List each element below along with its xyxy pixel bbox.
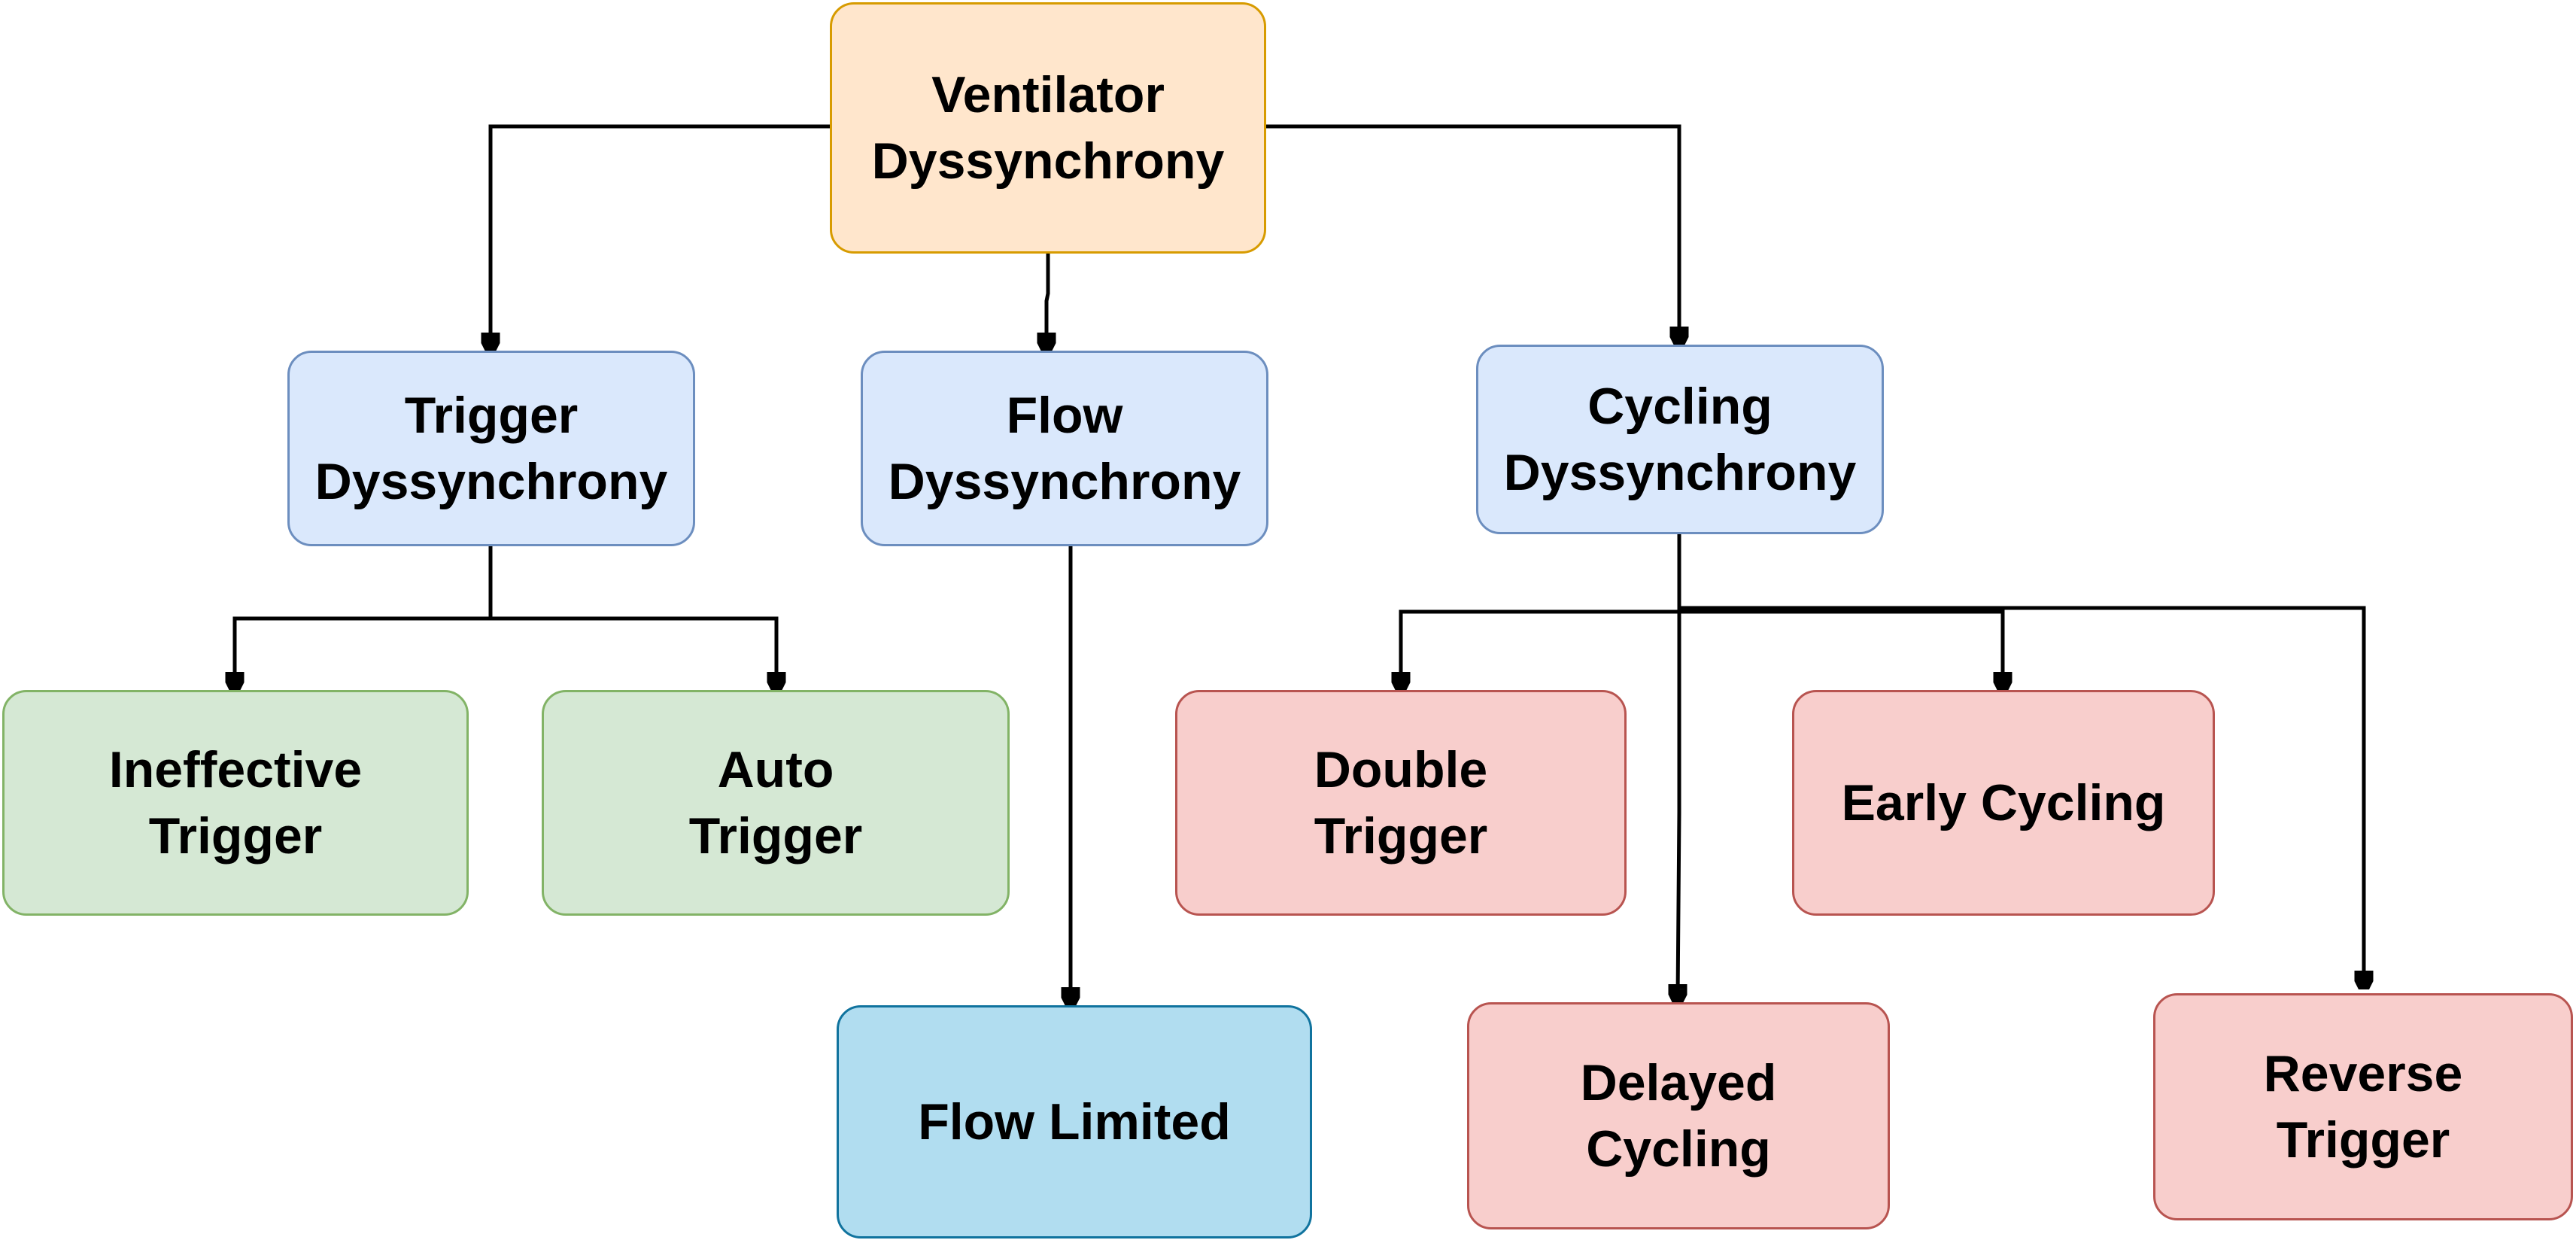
node-label: Delayed Cycling (1580, 1054, 1777, 1178)
node-label: Auto Trigger (688, 741, 863, 865)
node-reverse-trigger: Reverse Trigger (2153, 993, 2573, 1220)
node-label: Reverse Trigger (2263, 1045, 2463, 1169)
node-label: Early Cycling (1841, 774, 2166, 831)
connector-cycling-to-early-cycling (1677, 534, 2003, 687)
node-label: Flow Limited (918, 1093, 1231, 1150)
connector-trigger-to-ineffective (235, 546, 493, 687)
connector-cycling-to-double-trigger (1401, 534, 1681, 687)
node-delayed-cycling: Delayed Cycling (1467, 1002, 1890, 1229)
node-ventilator-dyssynchrony: Ventilator Dyssynchrony (830, 2, 1266, 254)
node-trigger-dyssynchrony: Trigger Dyssynchrony (287, 351, 695, 546)
connector-cycling-to-delayed-cycling (1678, 534, 1679, 999)
connector-root-to-cycling (1266, 124, 1679, 342)
node-flow-dyssynchrony: Flow Dyssynchrony (861, 351, 1268, 546)
connector-root-to-flow (1046, 254, 1048, 348)
node-flow-limited: Flow Limited (837, 1005, 1312, 1238)
node-cycling-dyssynchrony: Cycling Dyssynchrony (1476, 345, 1884, 534)
node-double-trigger: Double Trigger (1175, 690, 1627, 916)
node-label: Double Trigger (1314, 741, 1488, 865)
connector-trigger-to-auto (488, 546, 776, 687)
node-label: Trigger Dyssynchrony (314, 387, 668, 510)
node-early-cycling: Early Cycling (1792, 690, 2215, 916)
node-label: Ineffective Trigger (108, 741, 363, 865)
node-label: Ventilator Dyssynchrony (871, 66, 1225, 190)
node-label: Flow Dyssynchrony (888, 387, 1241, 510)
node-label: Cycling Dyssynchrony (1503, 378, 1857, 501)
connector-root-to-trigger (491, 124, 830, 348)
node-ineffective-trigger: Ineffective Trigger (2, 690, 469, 916)
node-auto-trigger: Auto Trigger (542, 690, 1010, 916)
